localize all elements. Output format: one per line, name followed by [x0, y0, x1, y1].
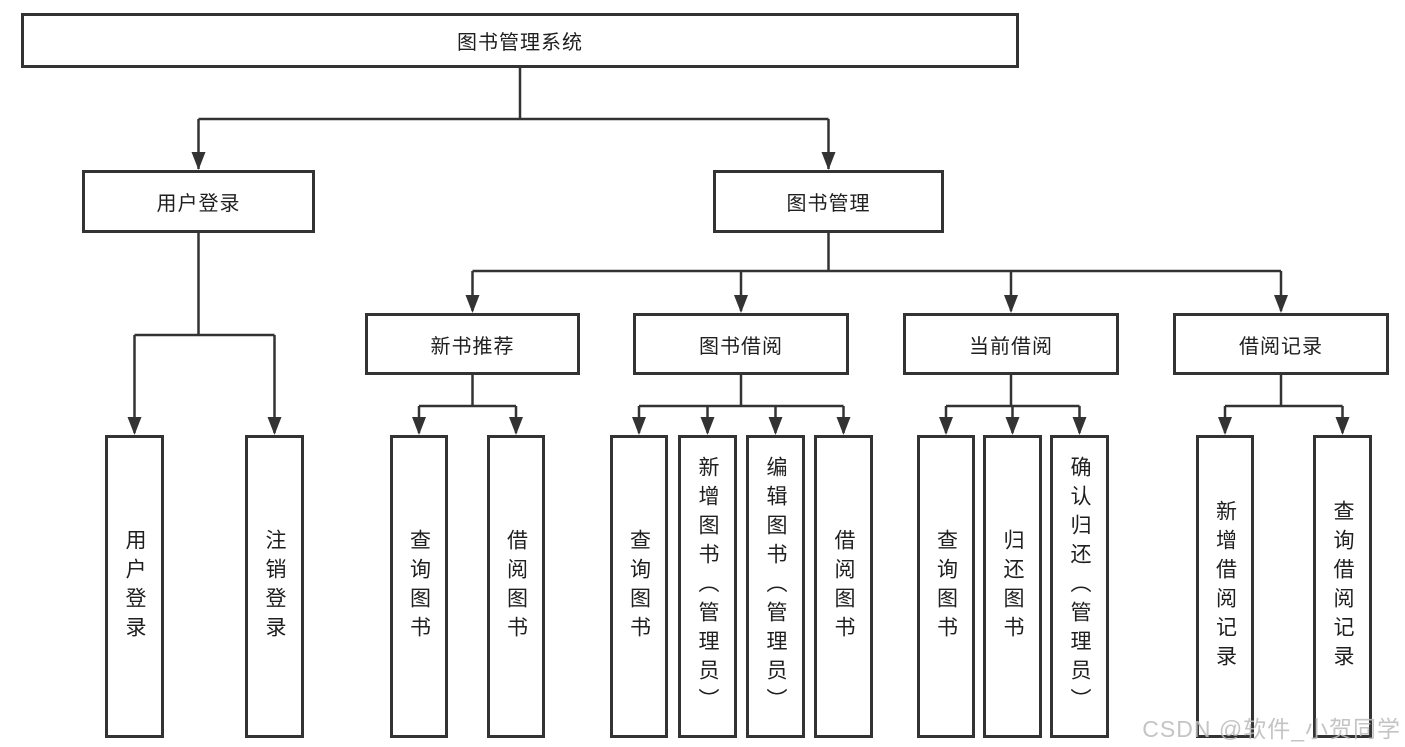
leaf-current-confirm-return-admin-label: 确认归还（管理员）: [1068, 456, 1091, 717]
leaf-current-return-book-label: 归还图书: [1001, 528, 1024, 645]
leaf-current-return-book: 归还图书: [983, 435, 1042, 738]
leaf-newbooks-query-book-label: 查询图书: [407, 528, 431, 645]
leaf-records-query-record-label: 查询借阅记录: [1331, 499, 1354, 674]
leaf-newbooks-borrow-book: 借阅图书: [487, 435, 545, 738]
leaf-borrowing-borrow-book-label: 借阅图书: [832, 528, 855, 645]
leaf-logout: 注销登录: [245, 435, 304, 738]
leaf-newbooks-query-book: 查询图书: [390, 435, 448, 738]
leaf-current-query-book: 查询图书: [917, 435, 975, 738]
leaf-records-add-record-label: 新增借阅记录: [1213, 499, 1237, 674]
leaf-borrowing-add-book-admin-label: 新增图书（管理员）: [696, 456, 719, 717]
leaf-newbooks-borrow-book-label: 借阅图书: [504, 528, 528, 645]
node-borrowing-records: 借阅记录: [1173, 313, 1389, 375]
leaf-logout-label: 注销登录: [263, 528, 286, 645]
leaf-user-login-label: 用户登录: [123, 528, 146, 645]
leaf-current-query-book-label: 查询图书: [934, 528, 958, 645]
leaf-borrowing-edit-book-admin-label: 编辑图书（管理员）: [764, 456, 787, 717]
node-new-book-recommendation: 新书推荐: [365, 313, 580, 375]
node-current-borrowing: 当前借阅: [903, 313, 1119, 375]
node-book-management: 图书管理: [713, 170, 944, 233]
node-root: 图书管理系统: [21, 13, 1019, 68]
node-book-borrowing: 图书借阅: [633, 313, 849, 375]
node-user-login: 用户登录: [82, 170, 315, 233]
csdn-watermark: CSDN @软件_小贺同学: [1142, 716, 1401, 742]
leaf-borrowing-add-book-admin: 新增图书（管理员）: [678, 435, 737, 738]
leaf-borrowing-edit-book-admin: 编辑图书（管理员）: [746, 435, 805, 738]
leaf-borrowing-query-book: 查询图书: [610, 435, 668, 738]
leaf-borrowing-query-book-label: 查询图书: [627, 528, 651, 645]
leaf-records-add-record: 新增借阅记录: [1196, 435, 1254, 738]
leaf-records-query-record: 查询借阅记录: [1313, 435, 1372, 738]
leaf-borrowing-borrow-book: 借阅图书: [814, 435, 873, 738]
leaf-user-login: 用户登录: [105, 435, 164, 738]
leaf-current-confirm-return-admin: 确认归还（管理员）: [1050, 435, 1109, 738]
